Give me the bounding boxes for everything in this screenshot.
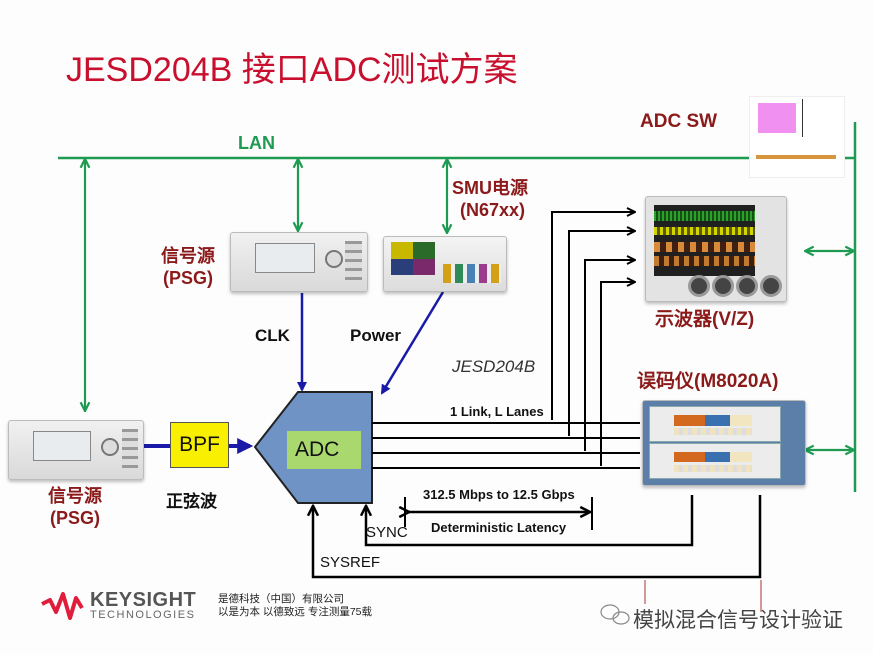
trace-3 (654, 242, 756, 252)
bnc-connector (736, 274, 758, 297)
power-label: Power (350, 326, 402, 345)
signal-generator-bottom (8, 420, 144, 480)
trace-1 (654, 210, 756, 221)
connectors-lower (673, 464, 752, 473)
connectors-lower (673, 427, 752, 436)
signal-generator-top (230, 232, 368, 292)
bnc-connector (712, 274, 734, 297)
device-screen (33, 431, 92, 462)
bert-module-1 (649, 406, 782, 442)
tap-3 (584, 260, 634, 451)
keysight-logo-text: KEYSIGHT (90, 589, 197, 611)
bit-error-ratio-tester (642, 400, 806, 486)
smu-label-line2: (N67xx) (460, 200, 526, 220)
sine-label: 正弦波 (166, 492, 217, 511)
watermark-text: 模拟混合信号设计验证 (633, 609, 843, 632)
bnc-connector (688, 274, 710, 297)
scatter-thumbnail (756, 155, 836, 159)
jesd-label: JESD204B (452, 357, 536, 376)
scope-label: 示波器(V/Z) (655, 309, 755, 330)
power-line (380, 291, 445, 395)
device-keys (121, 429, 138, 470)
bpf-block: BPF (170, 422, 229, 468)
sysref-label: SYSREF (320, 554, 381, 571)
psg-top-label-line2: (PSG) (162, 268, 213, 288)
clk-label: CLK (255, 326, 290, 345)
trace-2 (654, 226, 756, 235)
wechat-icon (600, 604, 630, 625)
keysight-logo-subtext: TECHNOLOGIES (90, 609, 196, 621)
tap-1 (551, 212, 634, 420)
device-ports (442, 264, 502, 283)
adc-label: ADC (287, 431, 361, 469)
sync-line (366, 495, 694, 547)
sysref-line (313, 495, 762, 579)
device-screen (255, 243, 315, 274)
link-label: 1 Link, L Lanes (450, 404, 544, 419)
company-line-1: 是德科技（中国）有限公司 (218, 593, 344, 605)
adc-sw-label: ADC SW (640, 111, 718, 132)
device-screen-lower (391, 258, 436, 275)
device-knob (324, 250, 343, 269)
rate-label: 312.5 Mbps to 12.5 Gbps (423, 487, 575, 502)
histogram-thumbnail (758, 103, 796, 133)
adc-sw-screenshot (749, 96, 845, 178)
page-title: JESD204B 接口ADC测试方案 (66, 51, 518, 89)
smu-label: SMU电源 (N67xx) (452, 177, 528, 221)
connectors (673, 415, 752, 426)
keysight-logo-icon (41, 592, 84, 620)
bert-module-2 (649, 443, 782, 479)
smu-label-line1: SMU电源 (452, 178, 528, 198)
lan-label: LAN (238, 133, 275, 153)
psg-bottom-label: 信号源 (PSG) (40, 485, 110, 529)
oscilloscope (645, 196, 787, 302)
divider (802, 99, 803, 137)
psg-top-label-line1: 信号源 (161, 246, 215, 266)
company-line-2: 以是为本 以德致远 专注测量75载 (218, 606, 373, 618)
scope-screen (654, 205, 756, 277)
psg-bottom-label-line1: 信号源 (48, 486, 102, 506)
connectors (673, 452, 752, 463)
smu-power-supply (383, 236, 507, 292)
bnc-connector (760, 274, 782, 297)
tap-4 (600, 282, 634, 466)
psg-top-label: 信号源 (PSG) (153, 245, 223, 289)
device-knob (100, 438, 119, 457)
psg-bottom-label-line2: (PSG) (49, 508, 100, 528)
device-keys (345, 241, 362, 282)
company-info: 是德科技（中国）有限公司 以是为本 以德致远 专注测量75载 (218, 593, 372, 619)
trace-4 (654, 256, 756, 267)
tap-2 (568, 231, 634, 436)
sync-label: SYNC (366, 524, 408, 541)
latency-label: Deterministic Latency (431, 520, 567, 535)
bert-label: 误码仪(M8020A) (637, 371, 779, 392)
